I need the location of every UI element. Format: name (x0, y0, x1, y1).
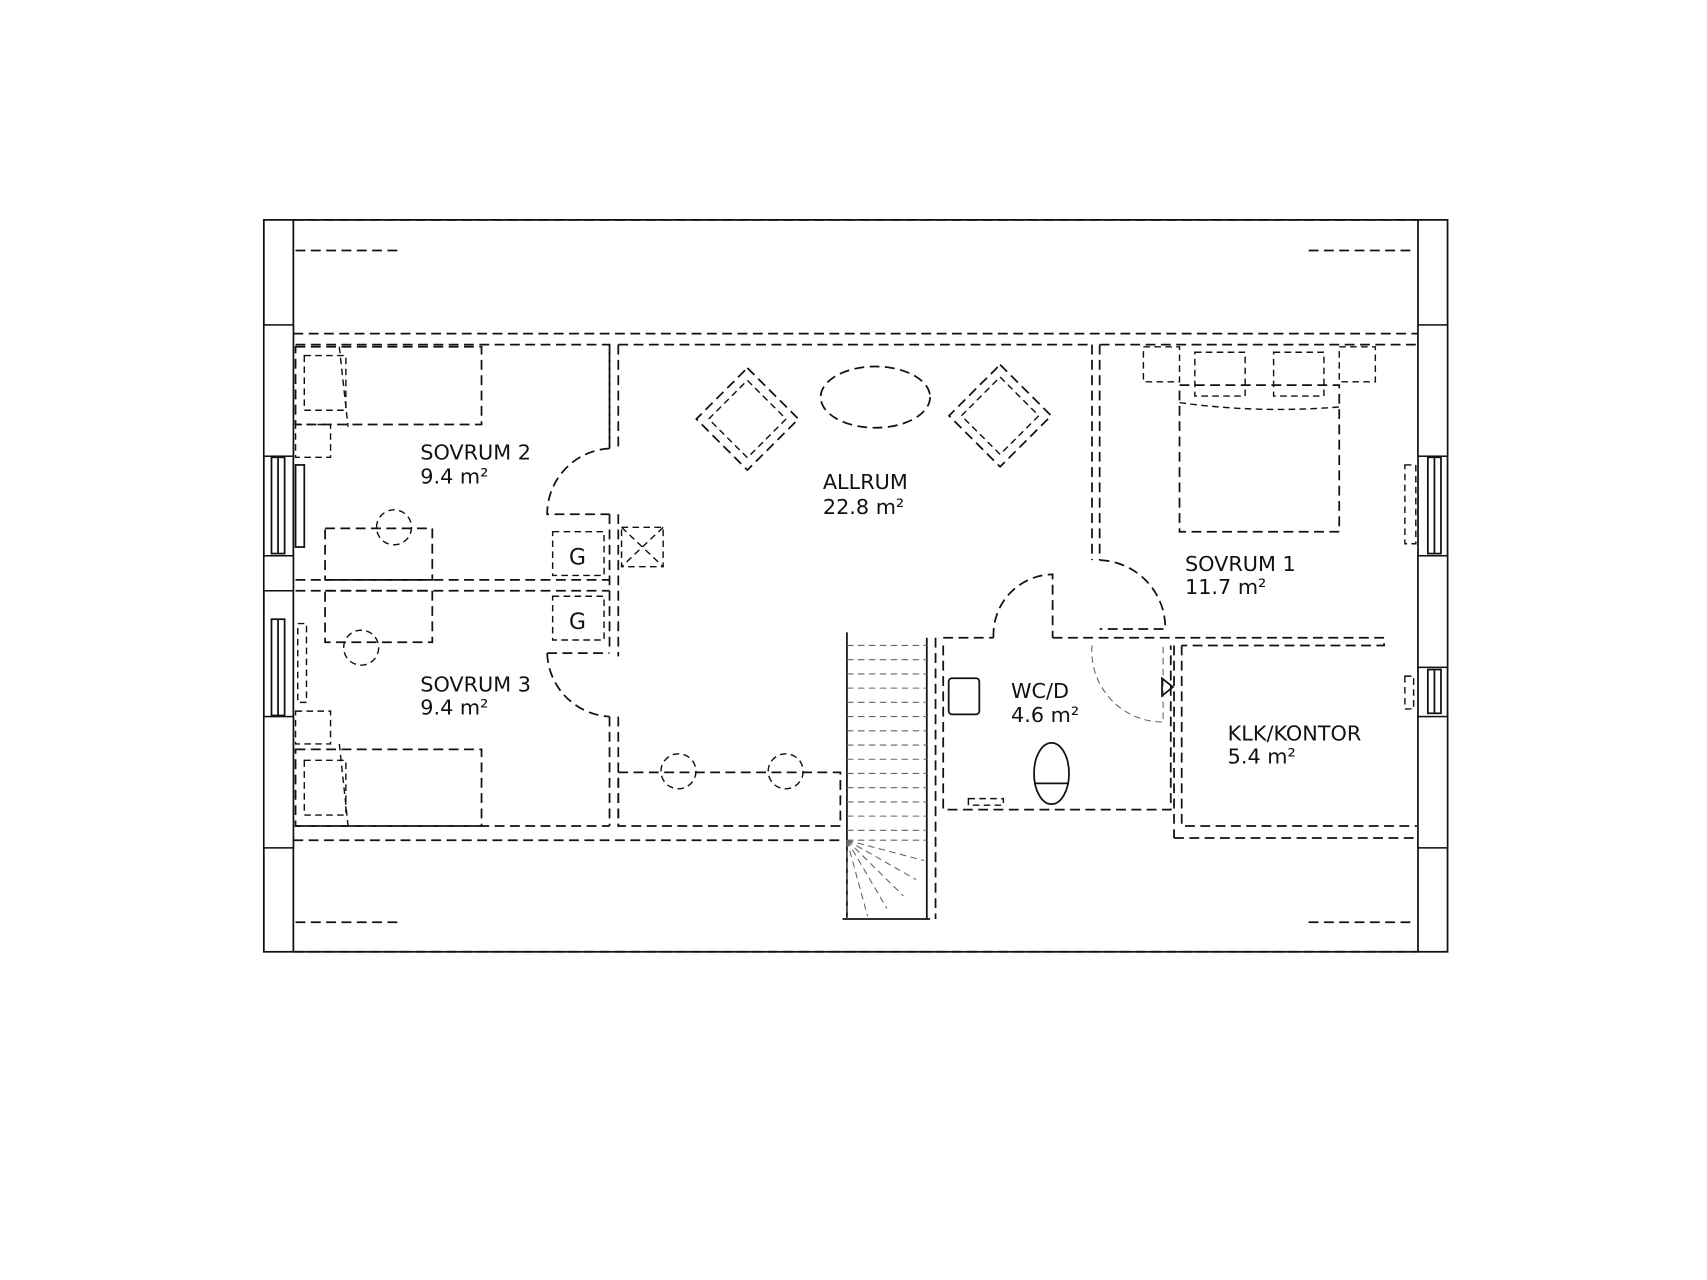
room-area-klk-kontor: 5.4 m² (1228, 745, 1296, 769)
beds (294, 345, 1377, 827)
furniture (324, 363, 1070, 806)
room-name-klk-kontor: KLK/KONTOR (1228, 722, 1362, 746)
room-area-sovrum-3: 9.4 m² (420, 695, 488, 719)
doors (546, 447, 1175, 723)
stair-tread (846, 839, 917, 881)
closet-label: G (569, 610, 586, 635)
stair-tread (846, 839, 925, 862)
closets: G G (551, 526, 664, 641)
stair-tread (846, 839, 888, 909)
interior-walls (295, 343, 1417, 919)
room-labels: SOVRUM 2 9.4 m² ALLRUM 22.8 m² SOVRUM 1 … (420, 440, 1361, 768)
outer-walls (262, 219, 1449, 953)
room-name-sovrum-3: SOVRUM 3 (420, 672, 531, 696)
room-name-sovrum-1: SOVRUM 1 (1185, 552, 1296, 576)
room-name-wc: WC/D (1011, 679, 1069, 703)
room-name-allrum: ALLRUM (823, 470, 908, 494)
closet-label: G (569, 546, 586, 571)
room-name-sovrum-2: SOVRUM 2 (420, 440, 531, 464)
stair-tread (846, 840, 869, 917)
room-area-allrum: 22.8 m² (823, 495, 904, 519)
room-area-wc: 4.6 m² (1011, 703, 1079, 727)
room-area-sovrum-2: 9.4 m² (420, 465, 488, 489)
windows (270, 456, 1442, 717)
staircase (842, 632, 931, 920)
room-area-sovrum-1: 11.7 m² (1185, 575, 1266, 599)
stair-tread (846, 839, 904, 897)
